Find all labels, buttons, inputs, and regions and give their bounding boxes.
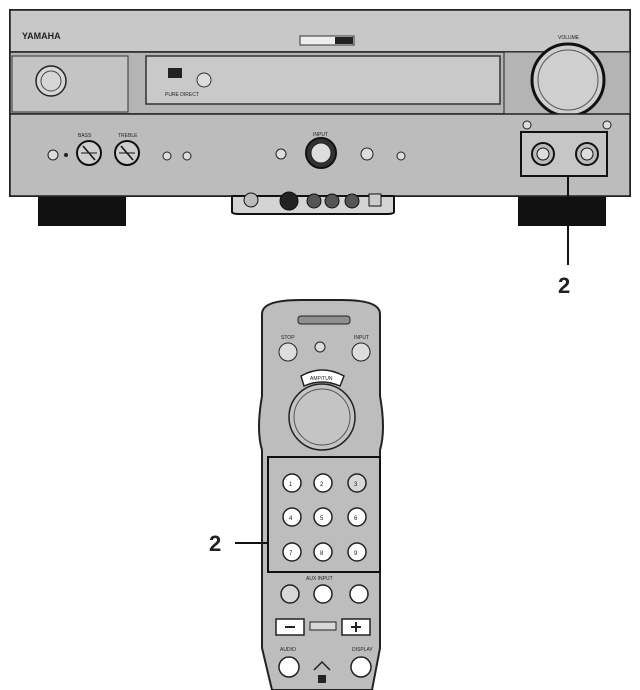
remote-aux-input-button[interactable]: [313, 584, 333, 604]
remote-callout: 2: [209, 531, 268, 556]
keypad-button[interactable]: [347, 507, 367, 527]
remote-control: STOP INPUT AMP/TUN 1 2 3 4 5 6: [258, 299, 384, 690]
remote-cursor-pad[interactable]: [288, 383, 356, 451]
remote-display-label: DISPLAY: [352, 647, 373, 653]
keypad-button[interactable]: [313, 542, 333, 562]
headphone-jack[interactable]: [243, 192, 259, 208]
keypad-button[interactable]: [313, 507, 333, 527]
keypad-label: 9: [354, 551, 358, 557]
volume-label: VOLUME: [558, 35, 580, 41]
receiver-brand: YAMAHA: [22, 31, 61, 41]
remote-top-window: [297, 315, 351, 325]
keypad-label: 8: [320, 551, 324, 557]
display-text: PURE DIRECT: [165, 92, 199, 98]
effect-button[interactable]: [360, 147, 374, 161]
keypad-button[interactable]: [347, 473, 367, 493]
display-window-icon: [196, 72, 212, 88]
keypad-button[interactable]: [347, 542, 367, 562]
power-button[interactable]: [35, 65, 67, 97]
remote-stop-label: STOP: [281, 335, 295, 341]
remote-keypad-highlight: [267, 456, 381, 573]
remote-center-key[interactable]: [318, 675, 326, 683]
keypad-label: 3: [354, 482, 358, 488]
remote-display-button[interactable]: [350, 656, 372, 678]
receiver-top-strip: [9, 9, 631, 53]
preset-button-b[interactable]: [182, 151, 192, 161]
keypad-label: 2: [320, 482, 324, 488]
preset-button-a[interactable]: [162, 151, 172, 161]
keypad-label: 7: [289, 551, 293, 557]
receiver-foot-right: [518, 196, 606, 226]
volume-knob[interactable]: [530, 42, 606, 118]
remote-input-button[interactable]: [351, 342, 371, 362]
remote-up-arrow-icon: [313, 660, 331, 671]
jack-indicator-right: [602, 120, 612, 130]
straight-button[interactable]: [396, 151, 406, 161]
keypad-button[interactable]: [282, 473, 302, 493]
remote-audio-label: AUDIO: [280, 647, 296, 653]
display-indicator: [168, 68, 182, 78]
tone-knob-label-2: TREBLE: [118, 133, 138, 139]
remote-callout-number: 2: [209, 531, 221, 556]
optical-jack[interactable]: [368, 193, 382, 207]
receiver-foot-left: [38, 196, 126, 226]
keypad-label: 4: [289, 516, 293, 522]
input-label: INPUT: [313, 132, 328, 138]
remote-audio-button[interactable]: [278, 656, 300, 678]
av-receiver: YAMAHA PURE DIRECT VOLUME BASS TREBLE: [9, 9, 631, 226]
receiver-power-area: [11, 55, 129, 113]
keypad-button[interactable]: [282, 542, 302, 562]
speakers-button[interactable]: [47, 149, 59, 161]
receiver-callout: 2: [558, 176, 570, 298]
receiver-model-badge: [299, 35, 355, 46]
receiver-callout-number: 2: [558, 273, 570, 298]
keypad-label: 1: [289, 482, 293, 488]
audio-jack-3[interactable]: [344, 193, 360, 209]
remote-amp-tun-button[interactable]: [300, 369, 345, 388]
remote-power-button[interactable]: [314, 341, 326, 353]
remote-ent-button[interactable]: [349, 584, 369, 604]
keypad-label: 6: [354, 516, 358, 522]
keypad-button[interactable]: [313, 473, 333, 493]
remote-keypad: 1 2 3 4 5 6 7 8 9: [282, 473, 367, 562]
remote-memory-button[interactable]: [309, 621, 337, 631]
keypad-button[interactable]: [282, 507, 302, 527]
audio-jack-2[interactable]: [324, 193, 340, 209]
keypad-label: 5: [320, 516, 324, 522]
jack-indicator-left: [522, 120, 532, 130]
remote-stop-button[interactable]: [278, 342, 298, 362]
selector-button[interactable]: [275, 148, 287, 160]
video-jack[interactable]: [279, 191, 299, 211]
remote-amp-tun-label: AMP/TUN: [310, 376, 333, 382]
remote-input-label: INPUT: [354, 335, 369, 341]
tone-control-button[interactable]: [64, 153, 68, 157]
tone-knob-label: BASS: [78, 133, 92, 139]
remote-aux-input-label: AUX INPUT: [306, 576, 333, 582]
audio-jack-1[interactable]: [306, 193, 322, 209]
remote-button-10[interactable]: [280, 584, 300, 604]
